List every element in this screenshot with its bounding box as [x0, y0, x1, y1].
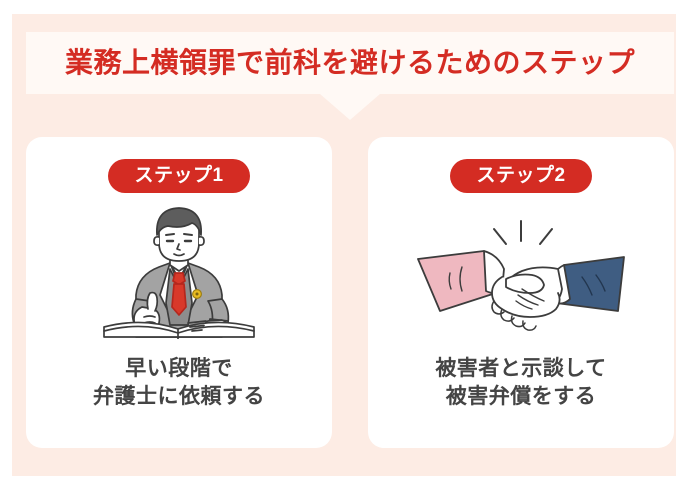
- triangle-down-icon: [320, 94, 380, 120]
- step-card-2[interactable]: ステップ2: [368, 137, 674, 448]
- steps-container: ステップ1: [26, 137, 674, 448]
- step-caption-2-line1: 被害者と示談して: [435, 357, 607, 380]
- lawyer-thumbs-up-illustration: [64, 199, 294, 339]
- title-bar: 業務上横領罪で前科を避けるためのステップ: [26, 32, 674, 94]
- step-caption-1: 早い段階で 弁護士に依頼する: [93, 355, 265, 411]
- step-caption-1-line2: 弁護士に依頼する: [93, 385, 265, 409]
- step-card-1[interactable]: ステップ1: [26, 137, 332, 448]
- handshake-illustration: [406, 199, 636, 339]
- step-caption-1-line1: 早い段階で: [125, 357, 233, 380]
- step-caption-2: 被害者と示談して 被害弁償をする: [435, 355, 606, 411]
- step-caption-2-line2: 被害弁償をする: [445, 385, 597, 409]
- step-badge-1: ステップ1: [108, 159, 250, 193]
- page-title: 業務上横領罪で前科を避けるためのステップ: [64, 47, 635, 78]
- step-badge-2: ステップ2: [450, 159, 592, 193]
